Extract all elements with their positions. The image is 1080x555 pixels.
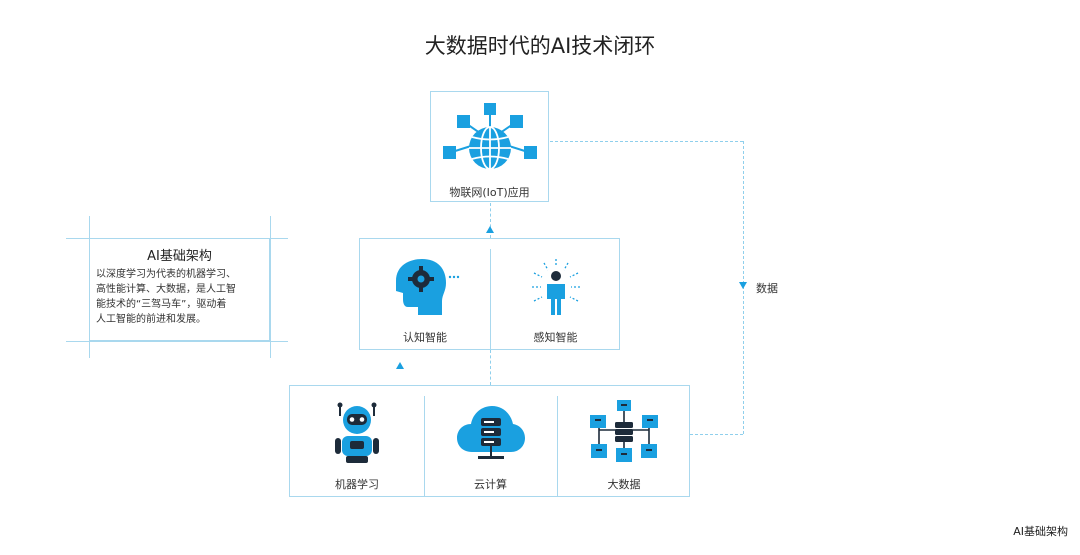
watermark-caption: AI基础架构 [1013, 525, 1068, 538]
machine-learning-cell: 机器学习 [290, 386, 424, 496]
note-line: 以深度学习为代表的机器学习、 [96, 269, 236, 280]
cognitive-cell: 认知智能 [360, 239, 490, 349]
network-globe-icon [443, 103, 537, 170]
note-line: 人工智能的前进和发展。 [96, 314, 206, 325]
connector-intel-to-iot [490, 203, 491, 238]
note-line: 能技术的“三驾马车”，驱动着 [96, 299, 227, 310]
note-body: 以深度学习为代表的机器学习、 高性能计算、大数据，是人工智 能技术的“三驾马车”… [96, 267, 263, 327]
machine-learning-label: 机器学习 [335, 478, 379, 491]
cloud-computing-cell: 云计算 [424, 386, 557, 496]
foundation-box: 机器学习 云计算 [289, 385, 690, 497]
note-crossline-right [270, 216, 271, 358]
intelligence-divider [490, 249, 491, 349]
big-data-label: 大数据 [607, 478, 641, 491]
data-network-icon [590, 400, 658, 462]
note-crossline-bottom [66, 341, 288, 342]
perceptual-label: 感知智能 [533, 331, 578, 344]
cloud-computing-label: 云计算 [474, 478, 507, 491]
foundation-divider-2 [557, 396, 558, 496]
robot-icon [335, 402, 379, 463]
loop-top-line [550, 141, 743, 142]
diagram-title: 大数据时代的AI技术闭环 [424, 34, 656, 58]
arrow-up-to-iot [486, 226, 494, 233]
person-senses-icon [531, 259, 580, 315]
arrow-down-data [739, 282, 747, 289]
note-title: AI基础架构 [147, 249, 212, 264]
perceptual-cell: 感知智能 [490, 239, 621, 349]
data-flow-label: 数据 [756, 282, 778, 295]
connector-foundation-to-intel [490, 350, 491, 385]
big-data-cell: 大数据 [557, 386, 691, 496]
foundation-divider-1 [424, 396, 425, 496]
intelligence-box: 认知智能 感知智能 [359, 238, 620, 350]
iot-label: 物联网(IoT)应用 [449, 186, 530, 199]
arrow-up-to-intelligence [396, 362, 404, 369]
iot-box: 物联网(IoT)应用 [430, 91, 549, 202]
ai-infrastructure-note: AI基础架构 以深度学习为代表的机器学习、 高性能计算、大数据，是人工智 能技术… [89, 238, 270, 341]
cognitive-label: 认知智能 [403, 331, 447, 344]
head-gear-icon [396, 259, 460, 315]
loop-bottom-line [690, 434, 743, 435]
note-line: 高性能计算、大数据，是人工智 [96, 284, 236, 295]
cloud-server-icon [456, 406, 525, 459]
